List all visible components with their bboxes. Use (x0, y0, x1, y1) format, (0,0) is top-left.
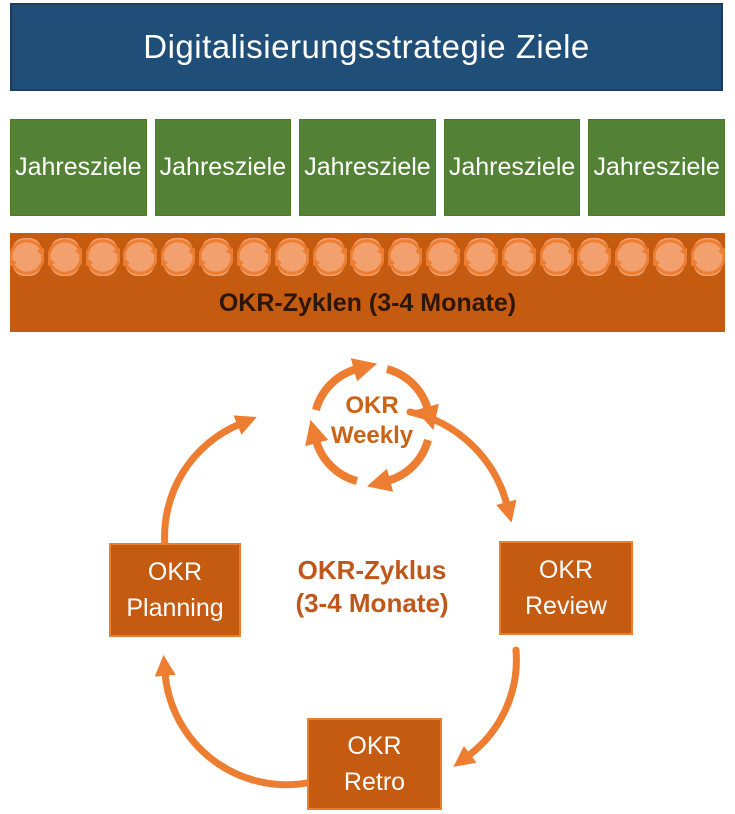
cycle-arrows-icon (350, 238, 385, 276)
annual-goals-row: Jahresziele Jahresziele Jahresziele Jahr… (10, 119, 725, 216)
annual-goal-label: Jahresziele (593, 153, 720, 181)
arrow-review-to-retro (453, 646, 520, 767)
okr-review-line1: OKR (538, 556, 594, 584)
annual-goal-label: Jahresziele (159, 153, 287, 181)
cycle-arrows-icon (161, 238, 196, 276)
title-banner: Digitalisierungsstrategie Ziele (10, 3, 723, 91)
okr-weekly-line2: Weekly (330, 422, 414, 449)
cycle-arrows-icon (199, 238, 234, 276)
cycle-arrows-icon (85, 238, 120, 276)
okr-weekly-line1: OKR (345, 392, 399, 419)
annual-goal-box-3: Jahresziele (299, 119, 436, 216)
annual-goal-box-5: Jahresziele (588, 119, 725, 216)
cycle-arrows-icon (539, 238, 574, 276)
cycle-arrows-icon (274, 238, 309, 276)
cycle-arrows-icon (236, 238, 271, 276)
okr-weekly-label: OKR Weekly (302, 391, 442, 451)
arrow-planning-to-weekly (161, 415, 257, 551)
cycle-title-line1: OKR-Zyklus (297, 555, 447, 585)
cycle-title-line2: (3-4 Monate) (295, 588, 449, 618)
cycle-arrows-icon (426, 238, 461, 276)
annual-goal-label: Jahresziele (448, 153, 576, 181)
annual-goal-box-2: Jahresziele (154, 119, 292, 216)
cycle-arrows-icon (653, 238, 688, 276)
cycle-arrows-icon (47, 238, 82, 276)
cycle-arrows-icon (501, 238, 536, 276)
annual-goal-label: Jahresziele (15, 153, 142, 181)
annual-goal-box-4: Jahresziele (443, 119, 581, 216)
okr-retro-line1: OKR (347, 732, 402, 760)
okr-planning-line1: OKR (147, 558, 203, 586)
okr-cycles-banner: OKR-Zyklen (3-4 Monate) (10, 233, 725, 332)
arrow-retro-to-planning (154, 654, 316, 789)
cycle-arrows-icon (10, 238, 44, 276)
cycle-arrows-icon (577, 238, 612, 276)
cycle-title: OKR-Zyklus (3-4 Monate) (252, 554, 492, 620)
annual-goal-box-1: Jahresziele (10, 119, 147, 216)
cycle-arrows-icon (123, 238, 158, 276)
okr-planning-line2: Planning (126, 594, 224, 622)
cycle-arrows-icon (463, 238, 498, 276)
annual-goal-label: Jahresziele (304, 153, 431, 181)
cycle-arrows-icon (690, 238, 725, 276)
okr-retro-box: OKR Retro (307, 718, 442, 810)
cycle-icon-row (10, 233, 725, 281)
okr-retro-line2: Retro (343, 768, 406, 796)
okr-cycles-label: OKR-Zyklen (3-4 Monate) (218, 289, 517, 317)
cycle-arrows-icon (615, 238, 650, 276)
okr-review-box: OKR Review (499, 541, 633, 635)
okr-review-line2: Review (525, 592, 607, 620)
page-title: Digitalisierungsstrategie Ziele (143, 28, 590, 65)
cycle-arrows-icon (388, 238, 423, 276)
cycle-arrows-icon (312, 238, 347, 276)
okr-planning-box: OKR Planning (109, 543, 241, 637)
